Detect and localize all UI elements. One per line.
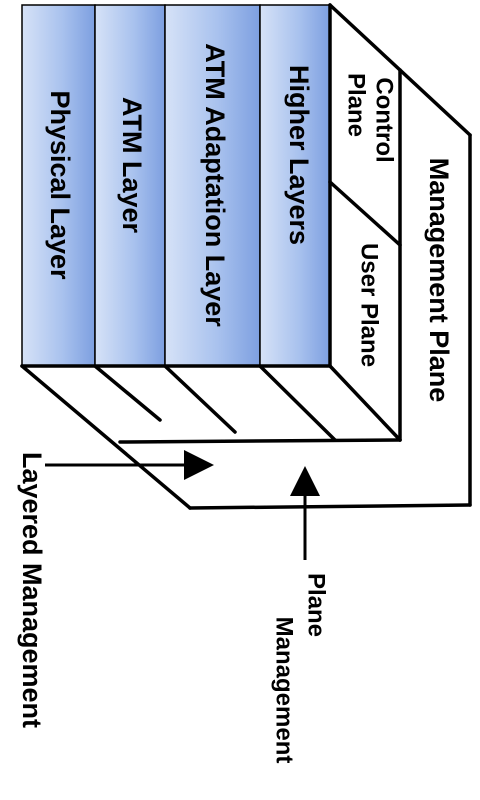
- plane-management-label-line2: Management: [271, 617, 298, 764]
- layer-stack: [21, 4, 331, 367]
- higher-layers-label: Higher Layers: [284, 65, 314, 245]
- layer-strip-higher: [259, 4, 331, 367]
- cube-frame: [20, 3, 472, 510]
- layered-management-label: Layered Management: [17, 452, 47, 728]
- control-plane-label-line2: Plane: [343, 73, 370, 137]
- management-plane-label: Management Plane: [424, 158, 454, 403]
- layer-strip-aal: [164, 4, 261, 367]
- physical-layer-label: Physical Layer: [45, 90, 75, 280]
- layer-strip-atm: [94, 4, 166, 367]
- layer-strip-physical: [21, 4, 96, 367]
- control-plane-label-line1: Control: [371, 77, 398, 162]
- atm-adaptation-layer-label: ATM Adaptation Layer: [200, 43, 230, 327]
- atm-layer-label: ATM Layer: [117, 97, 147, 234]
- plane-management-label-line1: Plane: [303, 573, 330, 637]
- user-plane-label: User Plane: [356, 243, 383, 367]
